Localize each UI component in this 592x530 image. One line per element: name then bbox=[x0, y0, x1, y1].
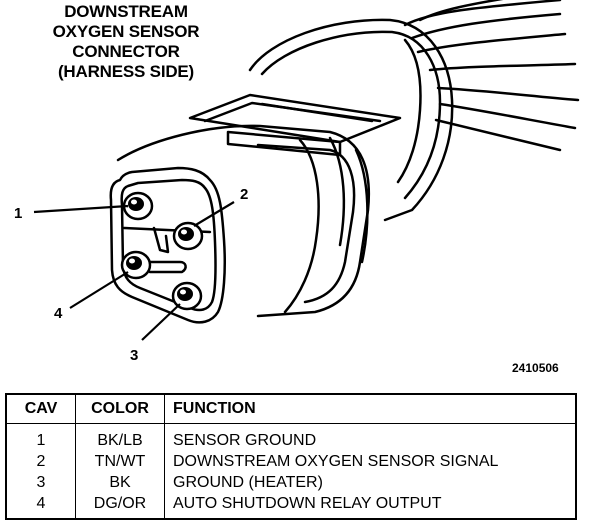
leader-line-3 bbox=[141, 303, 181, 341]
connector-illustration: 1 2 3 4 bbox=[14, 0, 580, 364]
table-row: 2 TN/WT DOWNSTREAM OXYGEN SENSOR SIGNAL bbox=[5, 451, 577, 472]
connector-face bbox=[109, 166, 226, 324]
title-line: OXYGEN SENSOR bbox=[52, 22, 200, 41]
title-line: (HARNESS SIDE) bbox=[57, 62, 195, 81]
cell-cav: 2 bbox=[5, 451, 76, 472]
cell-color: DG/OR bbox=[75, 493, 165, 519]
cavity-4-terminal bbox=[120, 250, 152, 280]
header-color: COLOR bbox=[75, 393, 165, 424]
table-row: 1 BK/LB SENSOR GROUND bbox=[5, 423, 577, 451]
locking-tab bbox=[188, 93, 402, 157]
cavity-terminals bbox=[120, 191, 204, 311]
leader-line-4 bbox=[69, 271, 129, 309]
cell-cav: 1 bbox=[5, 423, 76, 451]
header-cav: CAV bbox=[5, 393, 76, 424]
cell-color: BK bbox=[75, 472, 165, 493]
cavity-2-terminal bbox=[172, 221, 204, 251]
figure-number: 2410506 bbox=[512, 361, 559, 375]
cavity-1-terminal bbox=[122, 191, 154, 221]
callout-1: 1 bbox=[14, 205, 22, 222]
table-row: 3 BK GROUND (HEATER) bbox=[5, 472, 577, 493]
callout-2: 2 bbox=[240, 186, 248, 203]
leader-line-1 bbox=[33, 204, 129, 214]
cell-function: SENSOR GROUND bbox=[164, 423, 577, 451]
wire-bundle bbox=[403, 0, 580, 152]
title-line: CONNECTOR bbox=[72, 42, 180, 61]
table-header-row: CAV COLOR FUNCTION bbox=[5, 393, 577, 424]
connector-boot bbox=[248, 18, 454, 222]
leader-line-2 bbox=[193, 201, 235, 227]
title-line: DOWNSTREAM bbox=[64, 2, 188, 21]
cell-cav: 3 bbox=[5, 472, 76, 493]
pinout-table: CAV COLOR FUNCTION 1 BK/LB SENSOR GROUND… bbox=[5, 393, 577, 520]
header-function: FUNCTION bbox=[164, 393, 577, 424]
cavity-3-terminal bbox=[171, 281, 203, 311]
callout-4: 4 bbox=[54, 305, 63, 322]
table-row: 4 DG/OR AUTO SHUTDOWN RELAY OUTPUT bbox=[5, 493, 577, 519]
callout-3: 3 bbox=[130, 347, 138, 364]
cell-color: BK/LB bbox=[75, 423, 165, 451]
cell-function: GROUND (HEATER) bbox=[164, 472, 577, 493]
cell-color: TN/WT bbox=[75, 451, 165, 472]
diagram-title: DOWNSTREAM OXYGEN SENSOR CONNECTOR (HARN… bbox=[26, 2, 226, 82]
cell-function: AUTO SHUTDOWN RELAY OUTPUT bbox=[164, 493, 577, 519]
cell-cav: 4 bbox=[5, 493, 76, 519]
cell-function: DOWNSTREAM OXYGEN SENSOR SIGNAL bbox=[164, 451, 577, 472]
connector-body bbox=[116, 124, 370, 318]
